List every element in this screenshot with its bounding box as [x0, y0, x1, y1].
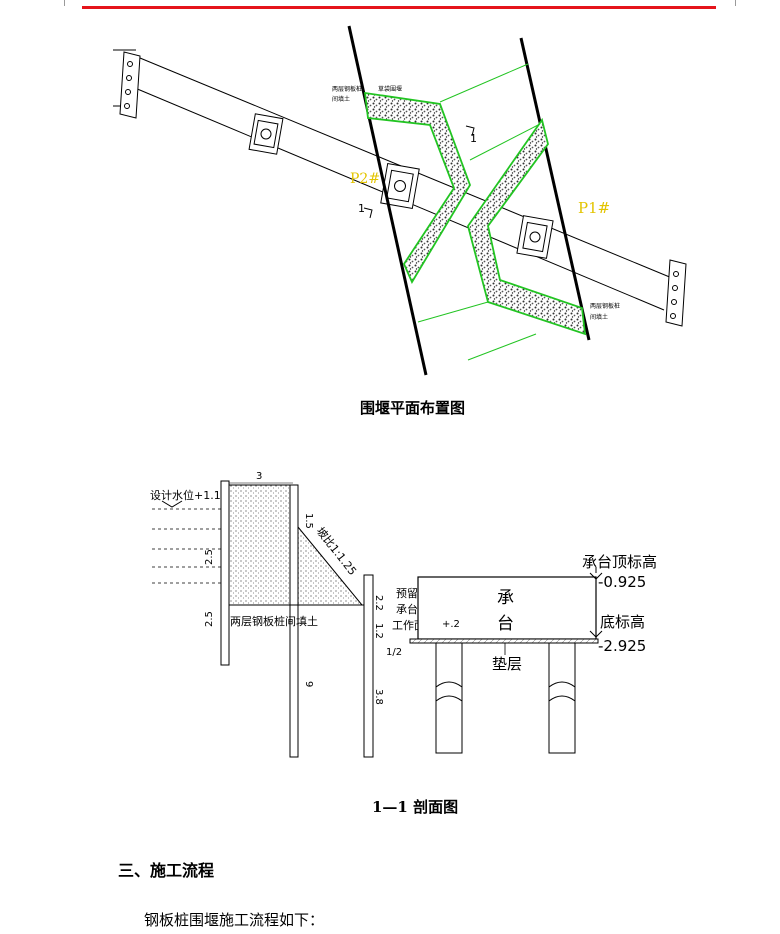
pier-caps — [248, 113, 554, 259]
left-abutment — [113, 49, 141, 119]
water-level-mark — [161, 500, 183, 508]
cofferdam-plan-drawing: 1 1 P2# P1# 两层钢板桩 间填土 草袋围堰 两层钢板桩 间填土 — [113, 25, 687, 376]
bottom-elevation-value: -2.925 — [598, 637, 646, 655]
dim-right-upper: 2.2 — [373, 595, 384, 611]
left-margin-mark — [64, 0, 65, 6]
outer-sheet-pile — [220, 480, 230, 666]
cushion-layer — [409, 638, 599, 644]
water-level-label: 设计水位+1.193 — [150, 488, 235, 502]
plan-caption: 围堰平面布置图 — [360, 399, 466, 417]
bottom-elevation-label: 底标高 — [600, 613, 645, 631]
pile-cap — [417, 576, 597, 640]
dim-right-lower: 3.8 — [373, 689, 384, 705]
cap-char-1: 承 — [497, 588, 514, 608]
section-mark-b: 1 — [470, 132, 477, 145]
pier-label-p2: P2# — [350, 171, 380, 187]
bored-piles — [435, 642, 576, 754]
pier-label-p1: P1# — [578, 199, 610, 217]
dim-left-lower: 2.5 — [204, 611, 215, 627]
dim-top-width: 3 — [256, 471, 262, 482]
green-dimension-lines — [417, 63, 541, 361]
cofferdam-fill-left — [363, 91, 471, 284]
reserve-label-2: 承台 — [396, 602, 418, 616]
page-top-border — [0, 0, 780, 10]
cofferdam-section-drawing: 设计水位+1.193 3 1.5 坡比1:1.25 2.5 2.5 两层钢板桩间… — [150, 471, 657, 758]
river-bank-lines — [347, 25, 591, 376]
section-mark-a: 1 — [358, 202, 365, 215]
cap-char-2: 台 — [497, 614, 514, 634]
header-red-line — [82, 6, 716, 9]
callout-top-left-line1: 两层钢板桩 — [332, 85, 362, 93]
right-abutment — [665, 259, 687, 327]
dim-gap: 1/2 — [386, 647, 402, 658]
cofferdam-fill-right — [467, 117, 587, 336]
dim-pile-length: 9 — [303, 681, 314, 687]
callout-top-mid: 草袋围堰 — [378, 85, 402, 93]
section-heading: 三、施工流程 — [118, 861, 215, 880]
water-lines — [152, 508, 226, 584]
callout-bottom-right-line1: 两层钢板桩 — [590, 302, 620, 310]
callout-top-left-line2: 间填土 — [332, 95, 350, 103]
fill-label: 两层钢板桩间填土 — [230, 614, 318, 628]
work-sheet-pile — [363, 574, 374, 758]
reserve-label-3: 工作面 — [392, 619, 425, 632]
callout-bottom-right-line2: 间填土 — [590, 313, 608, 321]
body-paragraph: 钢板桩围堰施工流程如下： — [144, 911, 325, 929]
top-elevation-label: 承台顶标高 — [582, 553, 657, 571]
top-elevation-value: -0.925 — [598, 573, 646, 591]
reserve-label-1: 预留 — [396, 587, 418, 600]
plus-label: +.2 — [442, 619, 460, 630]
cushion-label: 垫层 — [492, 655, 522, 673]
right-margin-mark — [735, 0, 736, 6]
dim-left-upper: 2.5 — [204, 549, 215, 565]
dim-top-right: 1.5 — [303, 513, 314, 529]
section-mark-lines — [363, 125, 475, 219]
elevation-marks — [589, 567, 603, 638]
section-caption: 1—1 剖面图 — [372, 798, 459, 816]
dim-right-mid: 1.2 — [373, 623, 384, 639]
inner-sheet-pile — [289, 484, 299, 758]
fill-between-piles — [228, 484, 294, 606]
